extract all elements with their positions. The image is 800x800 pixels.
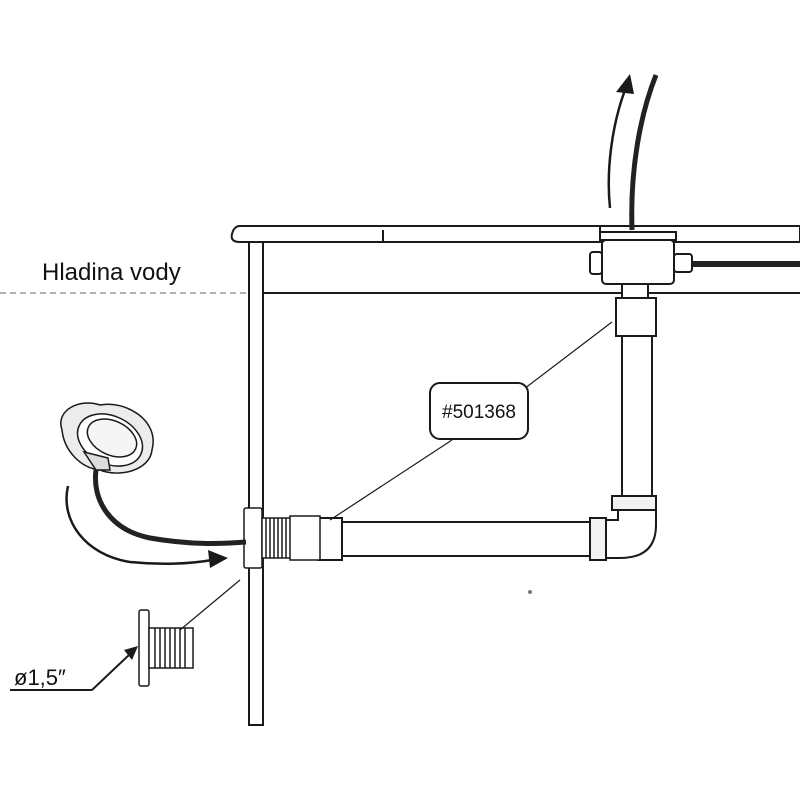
marker-dot: [528, 590, 532, 594]
air-hose-up: [629, 74, 659, 231]
part-number-box: [429, 382, 529, 440]
diameter-label: ø1,5″: [14, 665, 66, 690]
callout-line-lower: [329, 439, 453, 521]
wall-fitting: [243, 507, 321, 569]
water-level-label: Hladina vody: [42, 259, 181, 286]
diameter-leader: [91, 653, 131, 691]
nozzle-hose: [92, 469, 247, 546]
air-valve: [589, 231, 693, 299]
diameter-arrow-head: [124, 646, 138, 660]
part-number-label: #501368: [442, 402, 516, 423]
callout-line-upper: [519, 321, 613, 393]
wall-fitting-icon: [138, 609, 194, 687]
pool-rim: [230, 225, 800, 243]
pipe-elbow: [603, 509, 657, 559]
curved-arrow-head: [208, 550, 228, 568]
nozzle-icon: [60, 402, 154, 474]
pool-wall: [248, 241, 264, 726]
detail-leader-line: [179, 579, 241, 631]
curved-arrow-icon: [65, 485, 213, 565]
vertical-pipe: [611, 297, 657, 511]
up-arrow-icon: [607, 89, 627, 209]
up-arrow-head: [616, 74, 634, 94]
horizontal-pipe: [317, 517, 607, 561]
